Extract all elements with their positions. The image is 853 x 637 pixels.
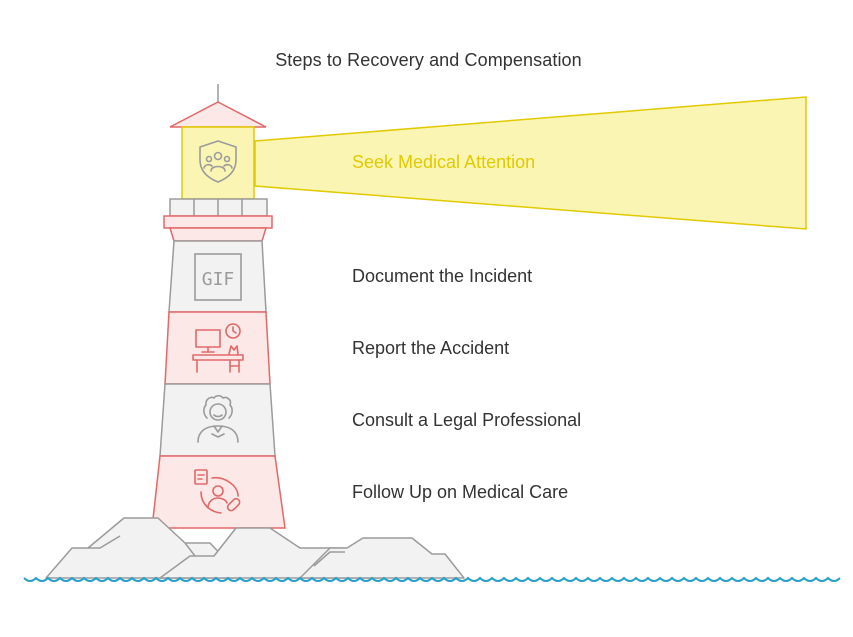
- water-waves: [23, 576, 841, 582]
- gallery-deck: [163, 215, 273, 229]
- step-label-4: Consult a Legal Professional: [352, 410, 582, 430]
- step-label-2: Document the Incident: [352, 266, 533, 286]
- tower-band-4: [151, 455, 286, 529]
- office-desk-clock-icon: [192, 323, 244, 373]
- patient-care-icon: [194, 469, 241, 514]
- lantern-room: [181, 126, 255, 200]
- shield-people-icon: [199, 140, 237, 183]
- lawyer-person-icon: [197, 394, 239, 443]
- svg-text:GIF: GIF: [202, 269, 235, 290]
- rocks: [45, 517, 465, 579]
- diagram-title: Steps to Recovery and Compensation: [275, 50, 582, 70]
- step-label-1: Seek Medical Attention: [352, 152, 536, 172]
- gif-file-icon: GIF: [194, 253, 242, 301]
- step-label-3: Report the Accident: [352, 338, 510, 358]
- gallery-base: [168, 227, 268, 242]
- step-label-5: Follow Up on Medical Care: [352, 482, 569, 502]
- light-beam: [254, 96, 807, 230]
- lighthouse-roof: [169, 101, 267, 128]
- tower-band-2: [164, 311, 271, 385]
